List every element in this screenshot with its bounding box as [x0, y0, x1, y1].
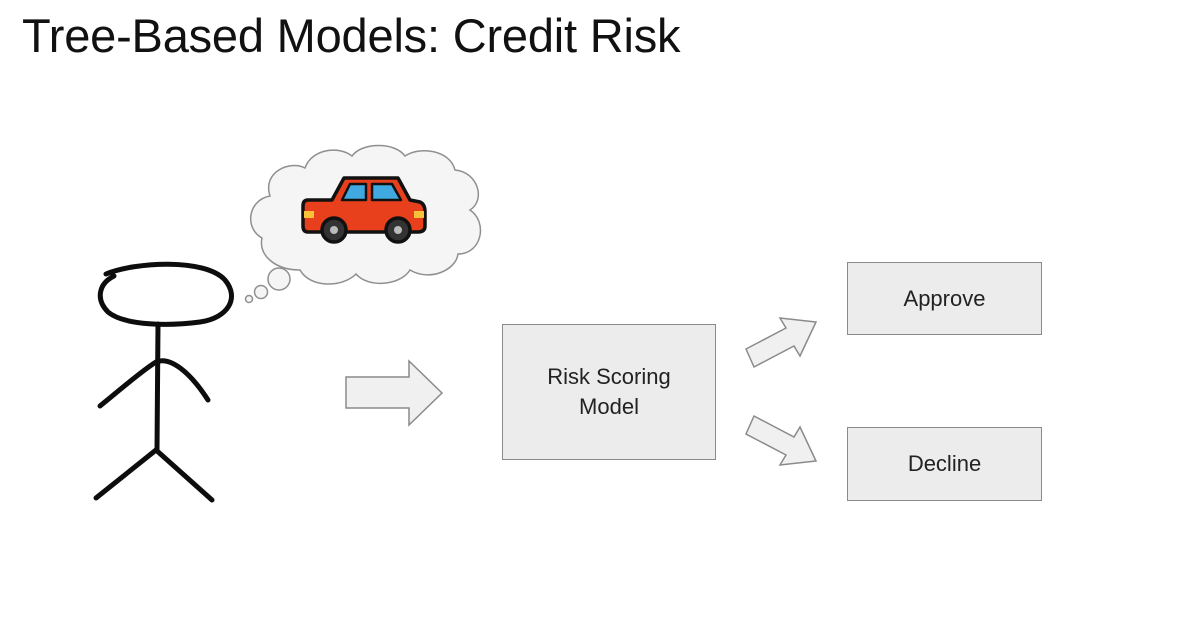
decline-box: Decline — [847, 427, 1042, 501]
approve-box: Approve — [847, 262, 1042, 335]
red-car-icon — [301, 176, 427, 244]
risk-scoring-model-label: Risk Scoring Model — [547, 364, 671, 419]
slide-title: Tree-Based Models: Credit Risk — [22, 9, 681, 62]
stick-figure-icon — [93, 261, 234, 503]
approve-label: Approve — [903, 285, 986, 311]
decline-arrow — [745, 414, 818, 466]
input-arrow — [345, 359, 444, 427]
risk-scoring-model-box: Risk Scoring Model — [502, 324, 716, 460]
approve-arrow — [745, 317, 818, 369]
decline-label: Decline — [907, 451, 982, 476]
